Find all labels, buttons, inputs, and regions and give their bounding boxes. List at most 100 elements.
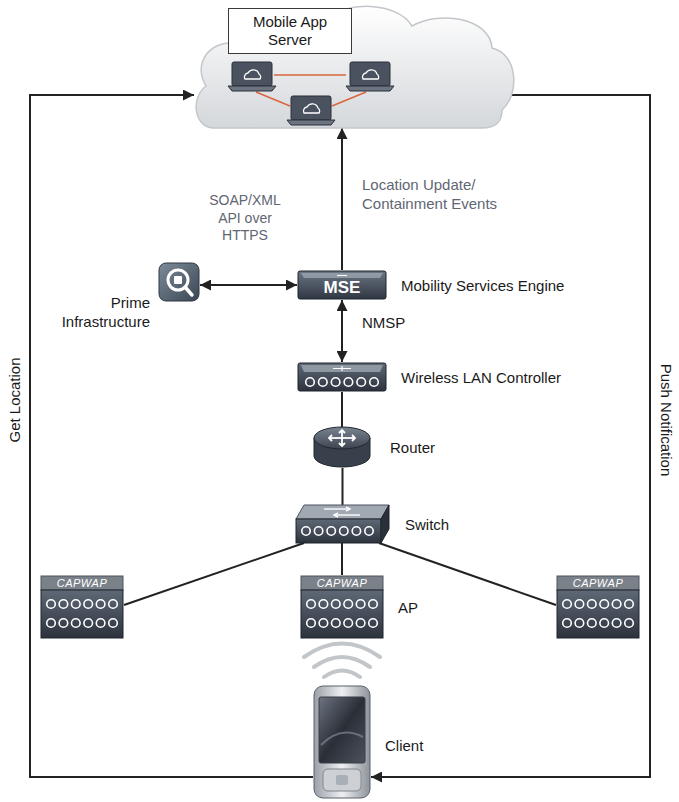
phone-part — [321, 733, 363, 746]
router-part — [339, 430, 345, 433]
node-label: Mobility Services Engine — [401, 277, 564, 294]
switch-icon: Switch — [294, 503, 391, 545]
cloud-server: Mobile App Server — [190, 2, 515, 132]
cloud-part — [291, 96, 331, 120]
connector-line — [124, 543, 304, 605]
cloud-part — [346, 86, 394, 91]
phone-part — [336, 775, 348, 785]
phone-drawing — [313, 685, 371, 799]
access-point: CAPWAP — [40, 575, 124, 639]
cloud-part — [350, 62, 390, 86]
ap-part — [332, 600, 341, 609]
edge-label: SOAP/XML API over HTTPS — [205, 192, 285, 245]
wlc-part — [333, 366, 351, 371]
ap-part — [59, 619, 68, 628]
ap-part — [600, 619, 609, 628]
wlc-part — [319, 378, 328, 387]
ap-part — [41, 590, 123, 638]
ap-part — [319, 600, 328, 609]
wlc-part — [301, 365, 383, 372]
switch-part — [340, 527, 348, 535]
ap-part — [612, 600, 621, 609]
ap-part — [84, 619, 93, 628]
phone-part — [323, 769, 361, 791]
ap-part — [332, 619, 341, 628]
connector-line — [342, 468, 344, 505]
cloud-part — [244, 70, 260, 79]
router-part — [341, 430, 343, 446]
ap-part — [59, 600, 68, 609]
cloud-part — [196, 6, 514, 128]
connector-line — [341, 543, 343, 575]
ap-part — [47, 619, 56, 628]
cloud-part — [362, 70, 378, 79]
ap-part — [344, 600, 353, 609]
connector-line — [200, 284, 297, 286]
mse-part — [337, 275, 347, 276]
wlc-drawing — [297, 362, 387, 392]
phone-part — [314, 686, 370, 798]
edge-label: Get Location — [6, 357, 23, 442]
ap-part — [47, 600, 56, 609]
edge-label: Location Update/ Containment Events — [362, 176, 504, 214]
ap-part — [72, 600, 81, 609]
connector-line — [341, 300, 343, 362]
wlc-part — [357, 378, 366, 387]
cloud-part — [256, 92, 290, 106]
node-label: AP — [398, 599, 418, 616]
ap-part — [557, 590, 639, 638]
node-label: Client — [385, 737, 423, 754]
access-point: CAPWAP — [556, 575, 640, 639]
cloud-part — [232, 62, 272, 86]
cloud-part — [228, 86, 276, 91]
ap-part — [612, 619, 621, 628]
ap-part — [625, 600, 634, 609]
protocol-tag: CAPWAP — [300, 576, 384, 590]
router-part — [329, 435, 332, 441]
wifi-arc — [314, 657, 370, 667]
prime-part — [159, 263, 199, 301]
ap-part — [96, 600, 105, 609]
switch-part — [324, 507, 360, 517]
switch-part — [296, 519, 381, 543]
router-part — [339, 443, 345, 446]
ap-part — [301, 576, 383, 590]
ap-part — [575, 619, 584, 628]
router-icon: Router — [312, 424, 372, 470]
wlc-part — [298, 363, 386, 391]
switch-part — [346, 507, 350, 511]
cloud-part — [274, 74, 346, 76]
wlc-part — [306, 378, 315, 387]
switch-part — [327, 527, 335, 535]
switch-part — [324, 508, 350, 509]
ap-part — [625, 619, 634, 628]
switch-part — [334, 514, 360, 515]
ap-part — [600, 600, 609, 609]
server-label: Mobile App Server — [228, 8, 352, 54]
switch-part — [302, 527, 310, 535]
phone-part — [319, 697, 365, 763]
node-label: Prime Infrastructure — [42, 294, 150, 332]
router-part — [352, 435, 355, 441]
switch-drawing — [294, 503, 391, 545]
switch-part — [365, 527, 373, 535]
connectors — [30, 95, 650, 777]
ap-part — [72, 619, 81, 628]
prime-drawing — [158, 262, 200, 302]
wifi-arc — [304, 644, 380, 658]
ap-part — [356, 600, 365, 609]
switch-part — [381, 505, 389, 543]
ap-part — [588, 600, 597, 609]
router-part — [329, 430, 355, 446]
connector-line — [341, 128, 343, 270]
edge-label: NMSP — [362, 314, 405, 331]
ap-part — [319, 619, 328, 628]
ap-part — [575, 600, 584, 609]
device-badge: MSE — [297, 270, 387, 300]
cloud-part — [287, 120, 335, 125]
ap-part — [301, 590, 383, 638]
ap-part — [109, 600, 118, 609]
ap-part — [344, 619, 353, 628]
